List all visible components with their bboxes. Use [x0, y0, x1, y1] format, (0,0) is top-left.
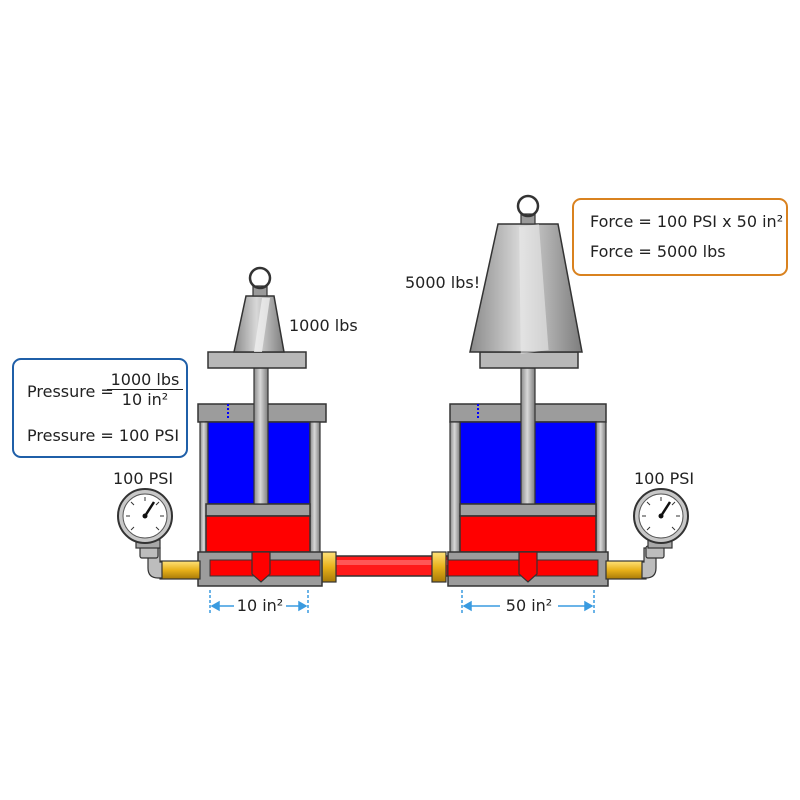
pressure-prefix: Pressure = — [27, 382, 114, 401]
pressure-fraction: 1000 lbs 10 in² — [107, 370, 183, 409]
small-area-label: 10 in² — [237, 596, 283, 615]
small-area-dimension — [209, 590, 309, 614]
pressure-denominator: 10 in² — [121, 390, 169, 409]
left-pressure-gauge — [117, 488, 201, 580]
pressure-numerator: 1000 lbs — [107, 370, 183, 390]
right-gauge-label: 100 PSI — [634, 469, 694, 488]
small-weight-label: 1000 lbs — [289, 316, 358, 335]
small-cylinder — [197, 367, 327, 587]
force-formula-box: Force = 100 PSI x 50 in² Force = 5000 lb… — [572, 198, 788, 276]
large-area-label: 50 in² — [506, 596, 552, 615]
lifting-ring-icon — [248, 266, 272, 290]
lifting-ring-icon — [516, 194, 540, 218]
force-result: Force = 5000 lbs — [590, 242, 726, 261]
gauge-needle — [143, 501, 156, 517]
large-cylinder — [447, 367, 609, 587]
connecting-pipe — [319, 551, 449, 583]
right-pressure-gauge — [605, 488, 689, 580]
gauge-needle — [659, 501, 672, 517]
pressure-result: Pressure = 100 PSI — [27, 426, 180, 445]
pressure-formula-box: Pressure = 1000 lbs 10 in² Pressure = 10… — [12, 358, 188, 458]
large-weight — [469, 194, 583, 369]
left-gauge-label: 100 PSI — [113, 469, 173, 488]
large-weight-label: 5000 lbs! — [405, 273, 480, 292]
force-equation: Force = 100 PSI x 50 in² — [590, 212, 784, 231]
small-weight — [207, 266, 307, 369]
large-area-dimension — [461, 590, 595, 614]
